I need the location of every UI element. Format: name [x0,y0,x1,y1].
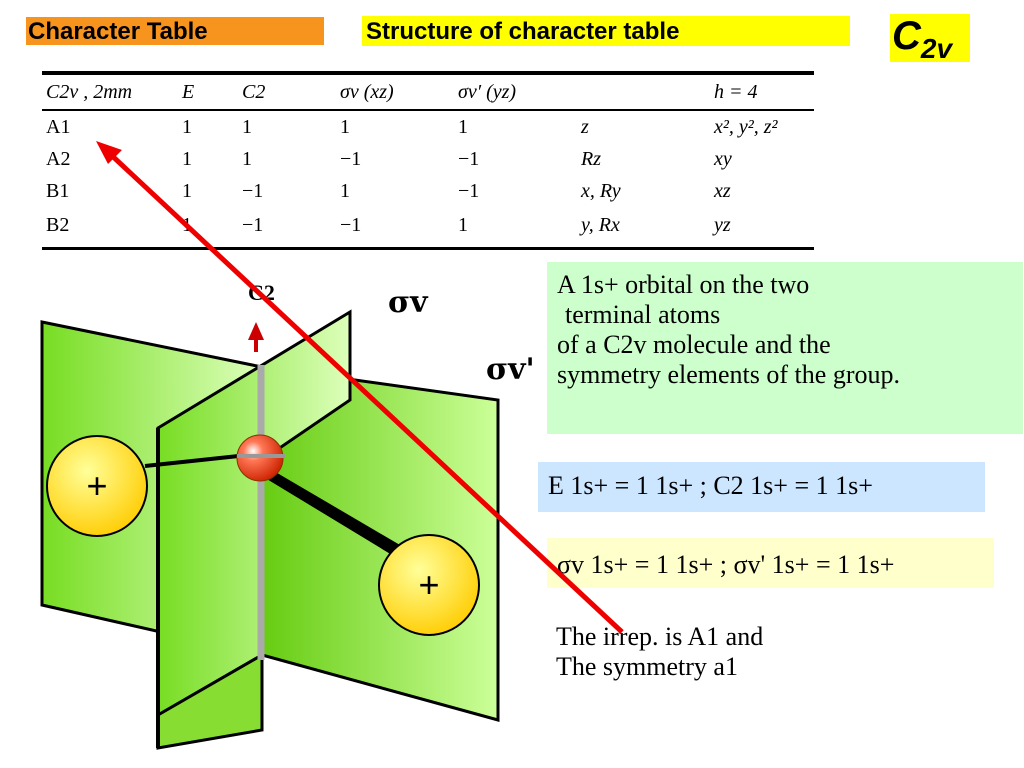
header-cell: E [182,81,195,103]
table-cell: y, Rx [581,214,620,236]
table-cell: 1 [340,116,350,138]
left-plus-sign: + [86,465,107,506]
table-cell: x, Ry [581,180,621,202]
table-cell: yz [714,214,731,236]
table-bottom-rule [42,247,814,250]
structure-title: Structure of character table [362,16,850,46]
header-cell: σv′ (yz) [458,81,517,103]
table-cell: −1 [458,148,480,170]
header-cell: C2v , 2mm [46,81,133,103]
table-cell: Rz [581,148,601,170]
table-cell: z [581,116,589,138]
conclusion-text: The irrep. is A1 and The symmetry a1 [556,622,876,712]
table-cell: −1 [458,180,480,202]
table-cell: −1 [242,214,264,236]
table-cell: −1 [340,148,362,170]
symmetry-diagram: + + C2 [40,280,500,750]
table-cell: 1 [182,148,192,170]
table-cell: xz [714,180,731,202]
identity-rotation-equation: E 1s+ = 1 1s+ ; C2 1s+ = 1 1s+ [538,462,985,512]
table-header-row: C2v , 2mm E C2 σv (xz) σv′ (yz) h = 4 [42,75,814,110]
sigma-v-prime-label: σv' [486,352,535,387]
table-cell: −1 [340,214,362,236]
table-row: A1 1 1 1 1 z x², y², z² [42,110,814,143]
table-row: A2 1 1 −1 −1 Rz xy [42,143,814,175]
table-cell: −1 [242,180,264,202]
table-cell: xy [714,148,732,170]
table-cell: 1 [242,148,252,170]
character-table: C2v , 2mm E C2 σv (xz) σv′ (yz) h = 4 A1… [42,75,814,243]
header-cell: h = 4 [714,81,758,103]
table-cell: 1 [182,180,192,202]
table-row: B2 1 −1 −1 1 y, Rx yz [42,207,814,243]
table-cell: 1 [182,214,192,236]
header-cell: C2 [242,81,266,103]
reflection-equation: σv 1s+ = 1 1s+ ; σv' 1s+ = 1 1s+ [547,538,994,588]
conclusion-line: The symmetry a1 [556,652,738,681]
description-line: A 1s+ orbital on the two [557,270,810,299]
c2-arrow-icon [248,322,264,340]
table-cell: A2 [46,148,71,170]
table-cell: 1 [182,116,192,138]
table-cell: B2 [46,214,70,236]
table-cell: 1 [458,116,468,138]
table-cell: A1 [46,116,71,138]
table-cell: B1 [46,180,70,202]
c2-axis-label: C2 [248,280,275,305]
table-cell: 1 [242,116,252,138]
table-cell: x², y², z² [714,116,778,138]
description-line: terminal atoms [565,300,721,329]
header-cell [577,75,710,110]
table-row: B1 1 −1 1 −1 x, Ry xz [42,175,814,207]
description-box: A 1s+ orbital on the two terminal atoms … [547,262,1023,434]
conclusion-line: The irrep. is A1 and [556,622,764,651]
table-cell: 1 [340,180,350,202]
table-cell: 1 [458,214,468,236]
group-label: C2v [890,14,970,64]
sigma-v-label: σv [388,285,428,320]
description-line: of a C2v molecule and the [557,330,831,359]
header-cell: σv (xz) [340,81,394,103]
right-plus-sign: + [418,564,439,605]
character-table-title: Character Table [26,17,324,45]
table-top-rule [42,71,814,75]
description-line: symmetry elements of the group. [557,360,900,389]
